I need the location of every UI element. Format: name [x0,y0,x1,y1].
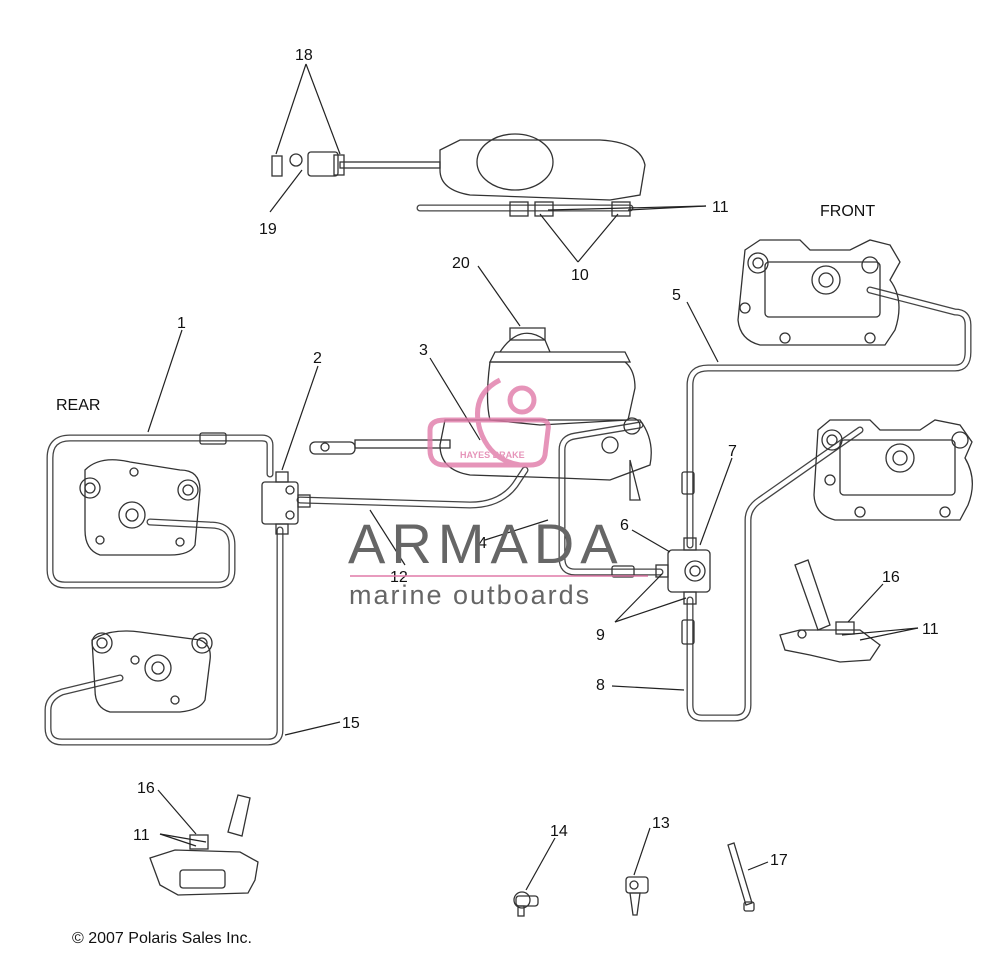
master-cylinder-top [271,133,646,217]
callout-13: 13 [652,815,670,832]
rear-label: REAR [56,397,100,414]
callout-11-bottom: 11 [133,827,150,844]
callout-10: 10 [571,267,589,284]
callout-4: 4 [478,535,487,552]
callout-17: 17 [770,852,788,869]
fitting-13 [625,876,649,916]
watermark-brand: ARMADA [348,512,624,575]
callout-5: 5 [672,287,681,304]
watermark-stamp: HAYES BRAKE [460,450,525,460]
callout-8: 8 [596,677,605,694]
callout-16-right: 16 [882,569,900,586]
brake-hoses [44,204,972,746]
clip-14 [513,891,539,917]
rear-caliper-upper [79,459,201,556]
callout-20: 20 [452,255,470,272]
callout-2: 2 [313,350,322,367]
watermark-logo: HAYES BRAKE [427,377,551,468]
callout-14: 14 [550,823,568,840]
rear-bracket-switch [149,794,259,896]
callout-11-top: 11 [712,199,729,216]
front-label: FRONT [820,203,875,220]
callout-18: 18 [295,47,313,64]
front-caliper-upper [737,239,901,346]
callout-1: 1 [177,315,186,332]
callout-15: 15 [342,715,360,732]
callout-labels: 1 2 3 4 5 6 7 8 9 10 11 11 11 12 13 14 1… [56,47,939,869]
copyright-text: © 2007 Polaris Sales Inc. [72,930,252,947]
master-cylinder-main [309,327,652,501]
callout-12: 12 [390,569,408,586]
rear-junction-block [199,432,311,535]
watermark-tagline: marine outboards [349,580,591,610]
callout-7: 7 [728,443,737,460]
leader-lines [147,63,919,891]
callout-9: 9 [596,627,605,644]
rear-caliper-lower [91,630,213,713]
callout-16-bottom: 16 [137,780,155,797]
watermark: HAYES BRAKE ARMADA marine outboards [348,377,648,610]
callout-19: 19 [259,221,277,238]
tie-strap-17 [727,842,755,912]
callout-3: 3 [419,342,428,359]
callout-11-right: 11 [922,621,939,638]
front-caliper-lower [813,419,973,521]
front-bracket-switch [779,559,881,663]
callout-6: 6 [620,517,629,534]
front-distribution-block [611,471,711,645]
